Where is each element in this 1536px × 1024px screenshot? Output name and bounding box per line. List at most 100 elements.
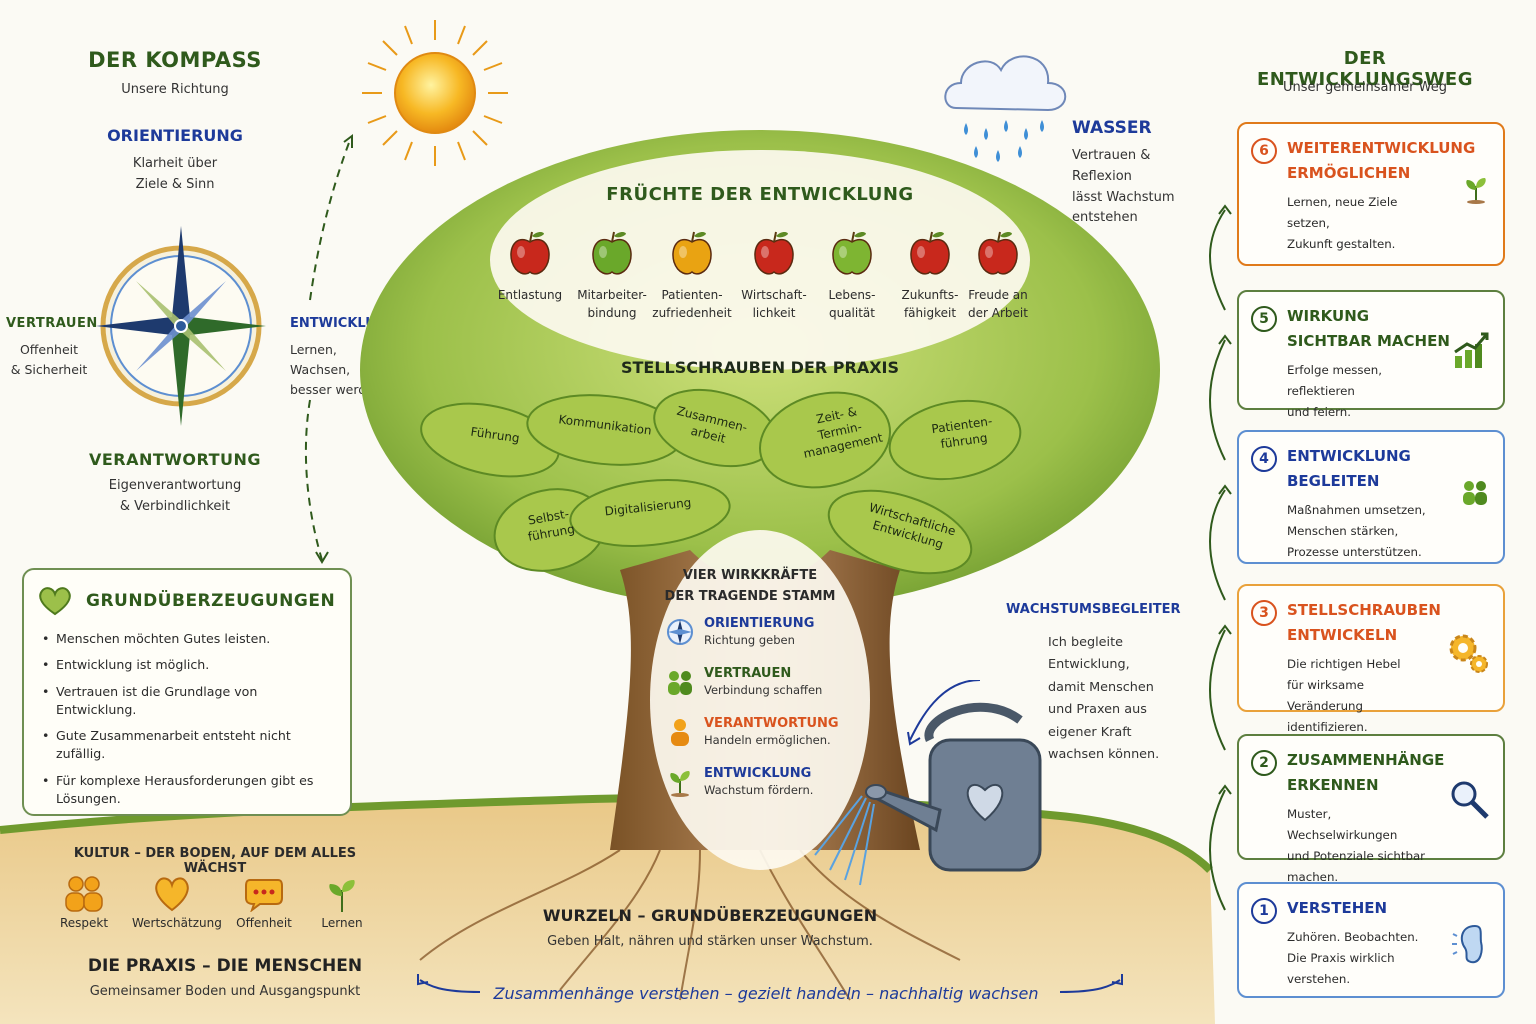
- compass-north-line: Klarheit über: [132, 156, 218, 171]
- force-sub: Richtung geben: [704, 633, 795, 647]
- step-number: 6: [1251, 138, 1277, 164]
- step-desc-line: und feiern.: [1287, 404, 1352, 419]
- belief-item: Vertrauen ist die Grundlage von Entwickl…: [38, 683, 336, 720]
- heart-icon: [39, 587, 71, 616]
- fruit-label: Patienten-zufriedenheit: [650, 286, 734, 322]
- beliefs-header: GRUNDÜBERZEUGUNGEN: [38, 586, 336, 616]
- journey-title: DER ENTWICKLUNGSWEG: [1256, 48, 1474, 90]
- fruit-item: Lebens-qualität: [810, 228, 894, 322]
- fruit-label-line: qualität: [828, 306, 875, 320]
- step-title-line: BEGLEITEN: [1287, 471, 1380, 490]
- belief-item: Gute Zusammenarbeit entsteht nicht zufäl…: [38, 727, 336, 764]
- fruit-label-line: bindung: [587, 306, 637, 320]
- step-title-line: ERMÖGLICHEN: [1287, 163, 1411, 182]
- step-desc-line: identifizieren.: [1287, 720, 1368, 735]
- culture-item: Offenheit: [224, 872, 304, 930]
- force-title: VERANTWORTUNG: [704, 716, 839, 731]
- compass-west-line: & Sicherheit: [10, 362, 88, 377]
- force-icon-wrap: [664, 716, 696, 748]
- water-line: lässt Wachstum: [1072, 189, 1175, 205]
- culture-item: Wertschätzung: [132, 872, 222, 930]
- fruit-label: Zukunfts-fähigkeit: [888, 286, 972, 322]
- compass-west-line: Offenheit: [19, 342, 79, 357]
- fruit-label: Lebens-qualität: [810, 286, 894, 322]
- fruit-item: Mitarbeiter-bindung: [570, 228, 654, 322]
- respect-icon: [65, 876, 103, 912]
- dashed-arrow: [304, 134, 353, 564]
- step-desc-line: machen.: [1287, 870, 1339, 885]
- step-icon-wrap: [1447, 777, 1491, 825]
- heart-icon: [155, 877, 189, 912]
- fruit-label: Entlastung: [488, 286, 572, 304]
- tree-illustration: [360, 130, 1160, 870]
- culture-item: Respekt: [44, 872, 124, 930]
- fruit-label-line: der Arbeit: [968, 306, 1028, 320]
- force-sub: Verbindung schaffen: [704, 683, 823, 697]
- bottom-banner: Zusammenhänge verstehen – gezielt handel…: [493, 984, 1039, 1003]
- fruit-label-line: lichkeit: [752, 306, 796, 320]
- apple-icon: [672, 231, 712, 275]
- step-number: 5: [1251, 306, 1277, 332]
- fruit-label: Mitarbeiter-bindung: [570, 286, 654, 322]
- fruit-label-line: Wirtschaft-: [741, 288, 807, 302]
- companion-line: eigener Kraft: [1048, 724, 1132, 740]
- step-desc-line: verstehen.: [1287, 972, 1351, 987]
- compass-east-text: Lernen, Wachsen, besser werden: [290, 340, 400, 400]
- sun-illustration: [362, 20, 508, 166]
- step-number: 3: [1251, 600, 1277, 626]
- gear-icon: [1449, 634, 1488, 673]
- step-desc-line: Menschen stärken,: [1287, 523, 1399, 538]
- water-title: WASSER: [1072, 118, 1152, 138]
- forces-title: VIER WIRKKRÄFTE DER TRAGENDE STAMM: [630, 566, 870, 608]
- belief-item: Für komplexe Herausforderungen gibt es L…: [38, 772, 336, 809]
- praxis-title: DIE PRAXIS – DIE MENSCHEN: [87, 956, 363, 976]
- step-title-line: ERKENNEN: [1287, 775, 1379, 794]
- water-line: Reflexion: [1072, 168, 1132, 184]
- step-description: Lernen, neue Ziele setzen,Zukunft gestal…: [1287, 192, 1437, 256]
- companion-line: damit Menschen: [1048, 679, 1154, 695]
- force-sub: Wachstum fördern.: [704, 783, 814, 797]
- compass-east-line: Lernen,: [290, 342, 337, 357]
- praxis-subtitle: Gemeinsamer Boden und Ausgangspunkt: [89, 984, 361, 999]
- step-icon-wrap: [1451, 920, 1491, 972]
- step-number: 4: [1251, 446, 1277, 472]
- companion-text: Ich begleite Entwicklung, damit Menschen…: [1048, 632, 1168, 766]
- step-desc-line: für wirksame Veränderung: [1287, 677, 1364, 713]
- levers-title: STELLSCHRAUBEN DER PRAXIS: [620, 358, 900, 377]
- compass-east-line: Wachsen,: [290, 362, 351, 377]
- step-icon-wrap: [1451, 330, 1491, 374]
- culture-icon-wrap: [302, 872, 382, 916]
- speech-bubble-icon: [245, 879, 283, 912]
- compass-north-line: Ziele & Sinn: [135, 176, 215, 192]
- compass-north-title: ORIENTIERUNG: [107, 126, 243, 145]
- fruit-item: Entlastung: [488, 228, 572, 304]
- step-desc-line: Muster, Wechselwirkungen: [1287, 806, 1398, 842]
- fruit-item: Zukunfts-fähigkeit: [888, 228, 972, 322]
- culture-title: KULTUR – DER BODEN, AUF DEM ALLES WÄCHST: [73, 846, 357, 876]
- sprout-icon: [670, 771, 690, 797]
- step-desc-line: Lernen, neue Ziele setzen,: [1287, 194, 1398, 230]
- compass-icon: [667, 619, 693, 645]
- compass-west-text: Offenheit & Sicherheit: [6, 340, 92, 380]
- culture-icon-wrap: [44, 872, 124, 916]
- companion-line: und Praxen aus: [1048, 702, 1147, 718]
- ear-icon: [1452, 924, 1483, 964]
- fruit-label-line: Entlastung: [497, 288, 563, 302]
- force-icon-wrap: [664, 616, 696, 648]
- culture-label: Offenheit: [236, 916, 292, 930]
- fruit-label-line: Freude an: [968, 288, 1028, 302]
- step-icon-wrap: [1443, 628, 1491, 680]
- journey-subtitle: Unser gemeinsamer Weg: [1283, 80, 1447, 95]
- fruit-label-line: zufriedenheit: [652, 306, 732, 320]
